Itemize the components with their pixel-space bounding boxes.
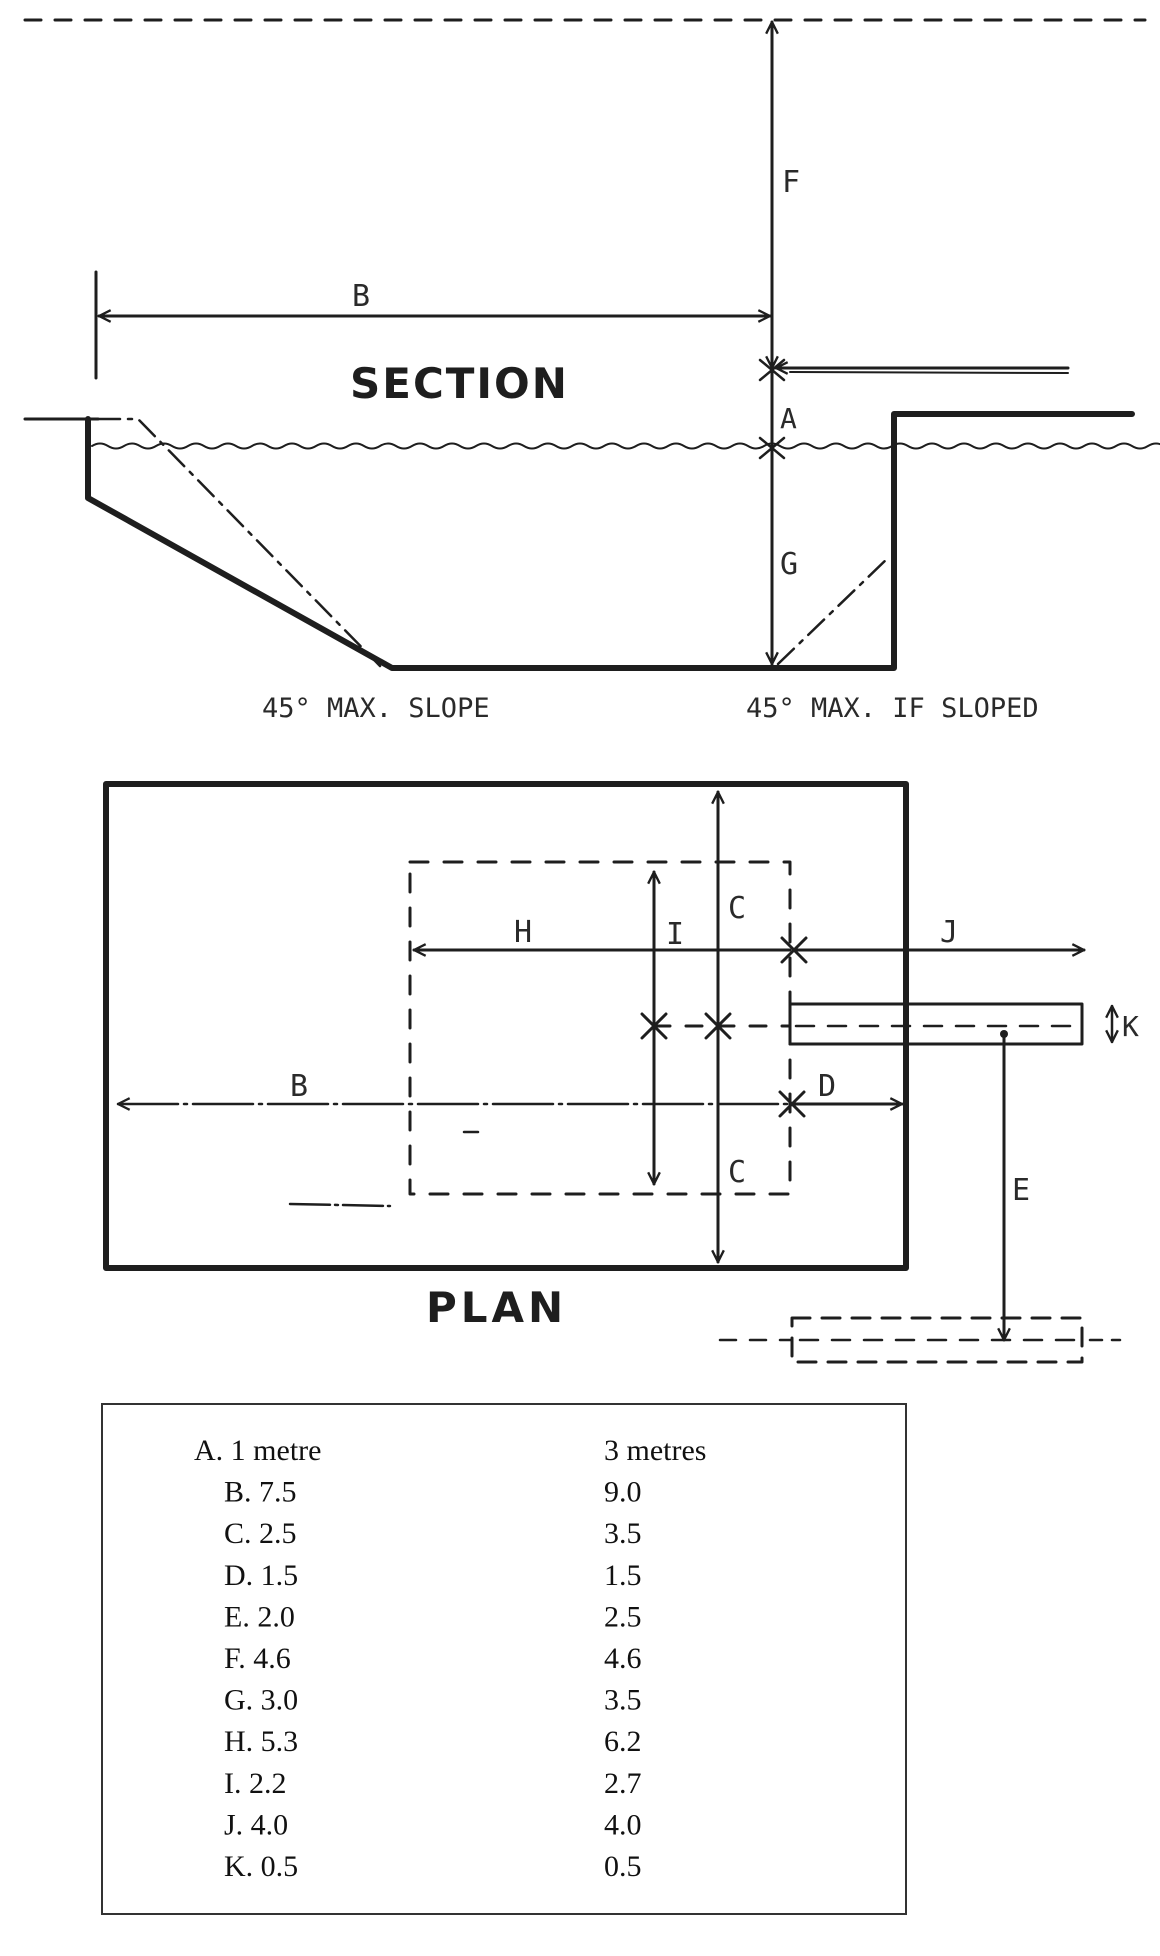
slope-left-caption: 45° MAX. SLOPE <box>262 693 490 724</box>
table-row-left: A. 1 metre <box>194 1434 321 1467</box>
dimension-a-tick-top <box>758 358 786 382</box>
dimension-d-tick <box>778 1090 806 1118</box>
table-row-left: C. 2.5 <box>224 1517 297 1550</box>
water-surface <box>91 442 1160 450</box>
label-c-bottom: C <box>728 1155 746 1190</box>
slope-left-dashdot <box>96 417 382 668</box>
table-row-right: 0.5 <box>604 1850 642 1883</box>
label-i: I <box>666 917 684 952</box>
label-g: G <box>780 547 798 582</box>
section-title: SECTION <box>350 359 569 408</box>
center-cross-c <box>704 1012 732 1040</box>
plan-mark-left <box>288 1202 392 1208</box>
slope-right-caption: 45° MAX. IF SLOPED <box>746 693 1039 724</box>
plan-diving-board <box>788 1002 1084 1046</box>
table-row-right: 1.5 <box>604 1559 642 1592</box>
label-f: F <box>782 165 800 200</box>
label-e: E <box>1012 1173 1030 1208</box>
table-row-left: B. 7.5 <box>224 1476 297 1509</box>
plan-title: PLAN <box>426 1283 567 1332</box>
table-row-right: 2.5 <box>604 1600 642 1633</box>
table-row-left: D. 1.5 <box>224 1559 298 1592</box>
table-row-left: I. 2.2 <box>224 1767 287 1800</box>
center-cross-i <box>640 1012 668 1040</box>
label-a: A <box>780 402 797 435</box>
label-b-plan: B <box>290 1069 308 1104</box>
table-row-left: E. 2.0 <box>224 1600 295 1633</box>
dimension-j-tick <box>780 936 808 964</box>
label-b-section: B <box>352 279 370 314</box>
label-j: J <box>940 915 958 950</box>
table-row-right: 4.6 <box>604 1642 642 1675</box>
table-row-right: 3.5 <box>604 1517 642 1550</box>
table-row-right: 2.7 <box>604 1767 642 1800</box>
table-row-left: F. 4.6 <box>224 1642 291 1675</box>
label-c-top: C <box>728 891 746 926</box>
slope-right-dashdot <box>776 554 892 666</box>
label-h: H <box>514 915 532 950</box>
label-d: D <box>818 1069 836 1104</box>
pool-outline <box>85 411 1135 671</box>
dimension-table: A. 1 metre 3 metres B. 7.5 9.0 C. 2.5 3.5 D. 1… <box>194 1434 706 1883</box>
table-row-left: G. 3.0 <box>224 1684 298 1717</box>
table-row-left: J. 4.0 <box>224 1808 288 1841</box>
table-row-right: 4.0 <box>604 1808 642 1841</box>
table-row-right: 6.2 <box>604 1725 642 1758</box>
dimension-table-box <box>101 1403 907 1915</box>
table-row-right: 9.0 <box>604 1476 642 1509</box>
diving-board-shadow <box>789 371 1069 374</box>
plan-lower-board-outline <box>790 1316 1084 1364</box>
dimension-e-origin <box>1000 1030 1008 1038</box>
table-row-left: K. 0.5 <box>224 1850 298 1883</box>
table-row-right: 3.5 <box>604 1684 642 1717</box>
table-row-right: 3 metres <box>604 1434 706 1467</box>
label-k: K <box>1122 1010 1139 1043</box>
table-row-left: H. 5.3 <box>224 1725 298 1758</box>
